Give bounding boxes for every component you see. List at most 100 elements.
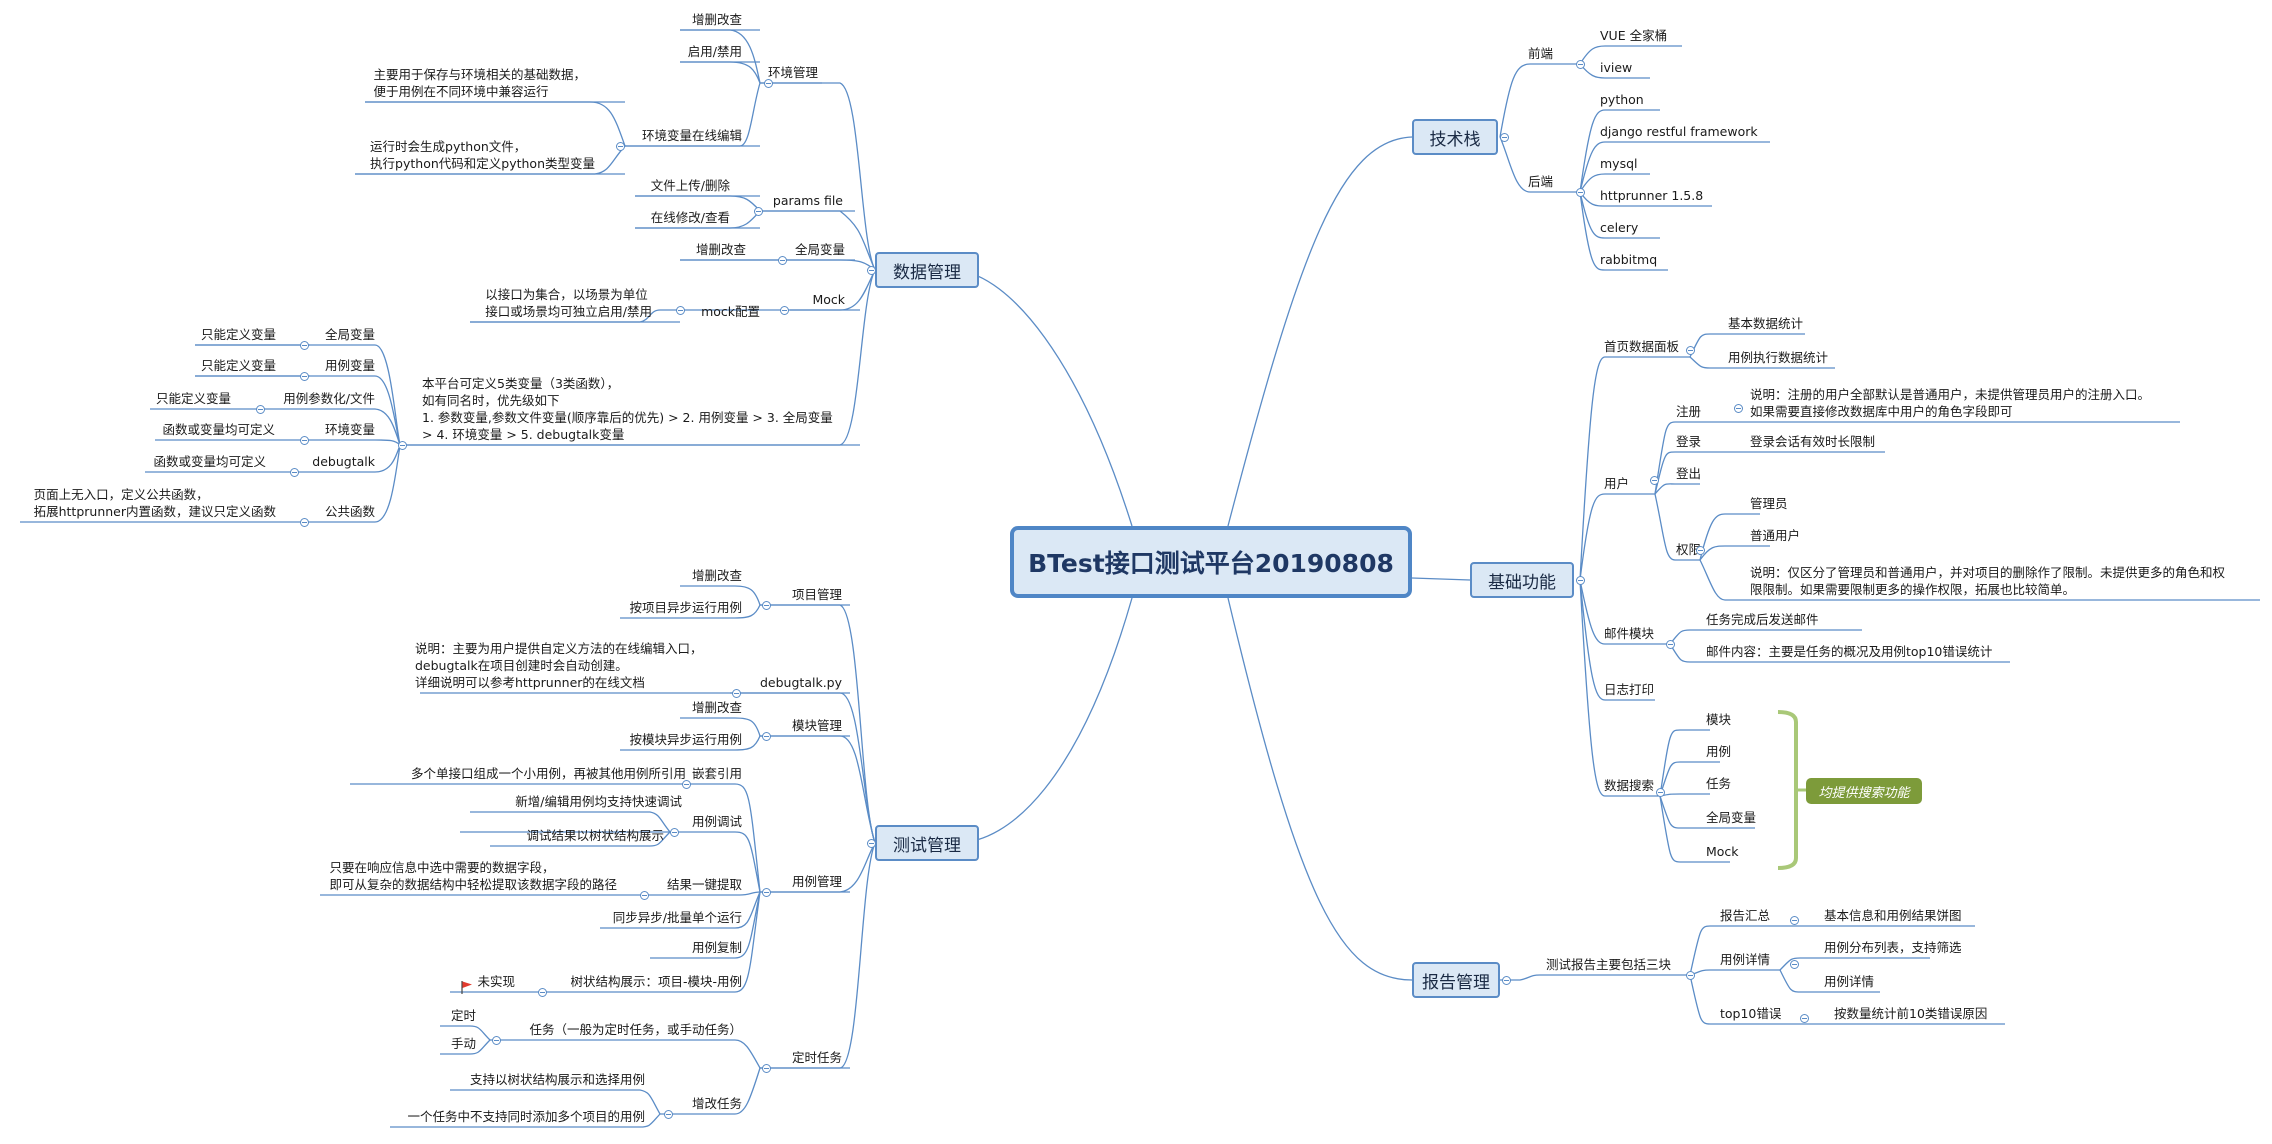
backend-item: django restful framework	[1600, 124, 1758, 139]
vars-param[interactable]: 用例参数化/文件	[283, 391, 375, 406]
not-implemented: 未实现	[477, 974, 515, 989]
collapse-toggle-icon[interactable]	[300, 436, 309, 445]
report-summary-desc: 基本信息和用例结果饼图	[1824, 908, 1962, 923]
case-sync[interactable]: 同步异步/批量单个运行	[612, 910, 742, 925]
collapse-toggle-icon[interactable]	[867, 839, 876, 848]
module-crud[interactable]: 增删改查	[691, 700, 742, 715]
collapse-toggle-icon[interactable]	[682, 780, 691, 789]
report-top10[interactable]: top10错误	[1720, 1006, 1782, 1021]
collapse-toggle-icon[interactable]	[762, 732, 771, 741]
collapse-toggle-icon[interactable]	[1666, 640, 1675, 649]
report-three[interactable]: 测试报告主要包括三块	[1546, 957, 1672, 972]
data-management-node[interactable]: 数据管理	[875, 252, 979, 288]
module-management[interactable]: 模块管理	[791, 718, 842, 733]
task-edit[interactable]: 增改任务	[691, 1096, 742, 1111]
collapse-toggle-icon[interactable]	[867, 266, 876, 275]
report-summary[interactable]: 报告汇总	[1720, 908, 1771, 923]
collapse-toggle-icon[interactable]	[732, 689, 741, 698]
vars-env[interactable]: 环境变量	[324, 422, 375, 437]
collapse-toggle-icon[interactable]	[1734, 404, 1743, 413]
user[interactable]: 用户	[1604, 476, 1630, 491]
collapse-toggle-icon[interactable]	[538, 988, 547, 997]
global-var-crud[interactable]: 增删改查	[695, 242, 746, 257]
env-crud[interactable]: 增删改查	[691, 12, 742, 27]
collapse-toggle-icon[interactable]	[616, 142, 625, 151]
module-run[interactable]: 按模块异步运行用例	[629, 732, 742, 747]
collapse-toggle-icon[interactable]	[1502, 976, 1511, 985]
env-toggle[interactable]: 启用/禁用	[687, 44, 742, 59]
frontend[interactable]: 前端	[1528, 46, 1554, 61]
collapse-toggle-icon[interactable]	[1800, 1014, 1809, 1023]
collapse-toggle-icon[interactable]	[780, 306, 789, 315]
collapse-toggle-icon[interactable]	[778, 256, 787, 265]
debugtalk-py[interactable]: debugtalk.py	[760, 675, 842, 690]
case-extract[interactable]: 结果一键提取	[666, 877, 742, 892]
collapse-toggle-icon[interactable]	[1576, 576, 1585, 585]
basic-features-node[interactable]: 基础功能	[1470, 562, 1574, 598]
collapse-toggle-icon[interactable]	[256, 405, 265, 414]
user-login[interactable]: 登录	[1676, 434, 1702, 449]
vars-case[interactable]: 用例变量	[324, 358, 375, 373]
collapse-toggle-icon[interactable]	[300, 341, 309, 350]
collapse-toggle-icon[interactable]	[640, 891, 649, 900]
collapse-toggle-icon[interactable]	[676, 306, 685, 315]
vars-global[interactable]: 全局变量	[324, 327, 375, 342]
collapse-toggle-icon[interactable]	[762, 1064, 771, 1073]
test-management-node[interactable]: 测试管理	[875, 825, 979, 861]
data-search[interactable]: 数据搜索	[1604, 778, 1655, 793]
collapse-toggle-icon[interactable]	[762, 601, 771, 610]
collapse-toggle-icon[interactable]	[300, 372, 309, 381]
scheduled-task[interactable]: 定时任务	[791, 1050, 842, 1065]
collapse-toggle-icon[interactable]	[1696, 546, 1705, 555]
collapse-toggle-icon[interactable]	[1576, 188, 1585, 197]
case-nested[interactable]: 嵌套引用	[691, 766, 742, 781]
collapse-toggle-icon[interactable]	[764, 79, 773, 88]
global-var[interactable]: 全局变量	[794, 242, 845, 257]
dashboard[interactable]: 首页数据面板	[1604, 339, 1680, 354]
env-management[interactable]: 环境管理	[767, 65, 818, 80]
tech-stack-node[interactable]: 技术栈	[1412, 119, 1498, 155]
params-online[interactable]: 在线修改/查看	[650, 210, 730, 225]
params-file[interactable]: params file	[772, 193, 843, 208]
collapse-toggle-icon[interactable]	[762, 888, 771, 897]
collapse-toggle-icon[interactable]	[1500, 133, 1509, 142]
report-detail[interactable]: 用例详情	[1720, 952, 1771, 967]
frontend-item: VUE 全家桶	[1600, 28, 1668, 43]
case-tree[interactable]: 树状结构展示：项目-模块-用例	[570, 974, 742, 989]
collapse-toggle-icon[interactable]	[1790, 960, 1799, 969]
report-management-node[interactable]: 报告管理	[1412, 962, 1500, 998]
collapse-toggle-icon[interactable]	[1650, 476, 1659, 485]
collapse-toggle-icon[interactable]	[1576, 60, 1585, 69]
collapse-toggle-icon[interactable]	[1656, 788, 1665, 797]
collapse-toggle-icon[interactable]	[664, 1110, 673, 1119]
mock-config[interactable]: mock配置	[701, 304, 760, 319]
collapse-toggle-icon[interactable]	[1686, 346, 1695, 355]
collapse-toggle-icon[interactable]	[670, 828, 679, 837]
project-crud[interactable]: 增删改查	[691, 568, 742, 583]
params-upload[interactable]: 文件上传/删除	[650, 178, 730, 193]
project-run[interactable]: 按项目异步运行用例	[629, 600, 742, 615]
collapse-toggle-icon[interactable]	[290, 468, 299, 477]
vars-public[interactable]: 公共函数	[324, 504, 375, 519]
case-copy[interactable]: 用例复制	[691, 940, 742, 955]
user-logout[interactable]: 登出	[1676, 466, 1702, 481]
user-register[interactable]: 注册	[1676, 404, 1702, 419]
user-perm[interactable]: 权限	[1676, 542, 1702, 557]
task-type[interactable]: 任务（一般为定时任务，或手动任务）	[529, 1022, 742, 1037]
collapse-toggle-icon[interactable]	[398, 441, 407, 450]
root-topic[interactable]: BTest接口测试平台20190808	[1010, 526, 1412, 598]
mail-module[interactable]: 邮件模块	[1604, 626, 1655, 641]
env-online-edit[interactable]: 环境变量在线编辑	[641, 128, 742, 143]
collapse-toggle-icon[interactable]	[492, 1036, 501, 1045]
mock[interactable]: Mock	[812, 292, 845, 307]
collapse-toggle-icon[interactable]	[754, 207, 763, 216]
project-management[interactable]: 项目管理	[791, 587, 842, 602]
collapse-toggle-icon[interactable]	[1790, 916, 1799, 925]
case-management[interactable]: 用例管理	[791, 874, 842, 889]
vars-debugtalk[interactable]: debugtalk	[312, 454, 375, 469]
collapse-toggle-icon[interactable]	[1686, 971, 1695, 980]
collapse-toggle-icon[interactable]	[300, 518, 309, 527]
case-debug[interactable]: 用例调试	[691, 814, 742, 829]
backend[interactable]: 后端	[1528, 174, 1554, 189]
log-print[interactable]: 日志打印	[1604, 682, 1655, 697]
